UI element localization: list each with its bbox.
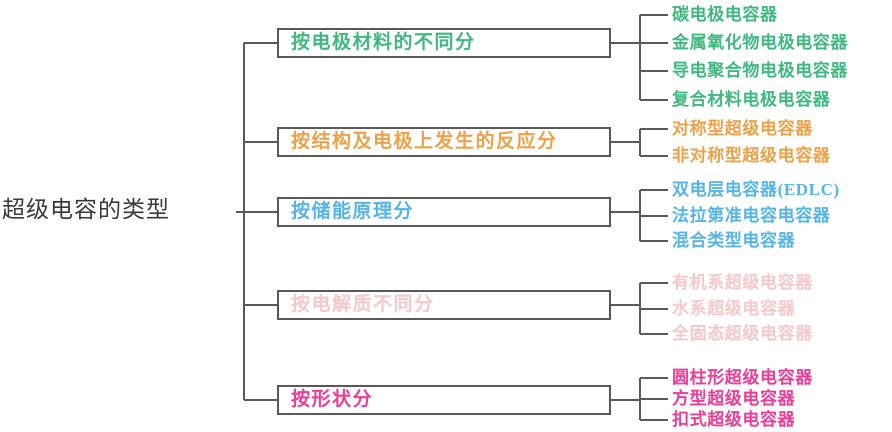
leaf-3-3[interactable]: 混合类型电容器	[672, 231, 796, 250]
branch-label-4: 按电解质不同分	[291, 294, 435, 315]
branch-box-5[interactable]: 按形状分	[277, 385, 611, 415]
branch-label-1: 按电极材料的不同分	[291, 32, 476, 53]
leaf-3-1[interactable]: 双电层电容器(EDLC)	[672, 180, 840, 199]
leaf-1-3[interactable]: 导电聚合物电极电容器	[672, 61, 848, 80]
leaf-1-2[interactable]: 金属氧化物电极电容器	[672, 33, 848, 52]
branch-box-4[interactable]: 按电解质不同分	[277, 290, 611, 320]
branch-box-1[interactable]: 按电极材料的不同分	[277, 28, 611, 58]
leaf-4-3[interactable]: 全固态超级电容器	[672, 324, 813, 343]
leaf-5-2[interactable]: 方型超级电容器	[672, 389, 796, 408]
leaf-5-3[interactable]: 扣式超级电容器	[672, 410, 796, 429]
leaf-2-1[interactable]: 对称型超级电容器	[672, 119, 813, 138]
leaf-4-1[interactable]: 有机系超级电容器	[672, 273, 813, 292]
branch-box-2[interactable]: 按结构及电极上发生的反应分	[277, 127, 611, 157]
leaf-3-2[interactable]: 法拉第准电容电容器	[672, 206, 831, 225]
leaf-1-4[interactable]: 复合材料电极电容器	[672, 90, 831, 109]
leaf-2-2[interactable]: 非对称型超级电容器	[672, 146, 831, 165]
leaf-1-1[interactable]: 碳电极电容器	[672, 5, 778, 24]
leaf-4-2[interactable]: 水系超级电容器	[672, 299, 796, 318]
branch-label-3: 按储能原理分	[291, 201, 415, 222]
leaf-5-1[interactable]: 圆柱形超级电容器	[672, 368, 813, 387]
branch-label-5: 按形状分	[291, 389, 374, 410]
root-label: 超级电容的类型	[2, 197, 170, 222]
branch-label-2: 按结构及电极上发生的反应分	[291, 131, 558, 152]
branch-box-3[interactable]: 按储能原理分	[277, 197, 611, 227]
